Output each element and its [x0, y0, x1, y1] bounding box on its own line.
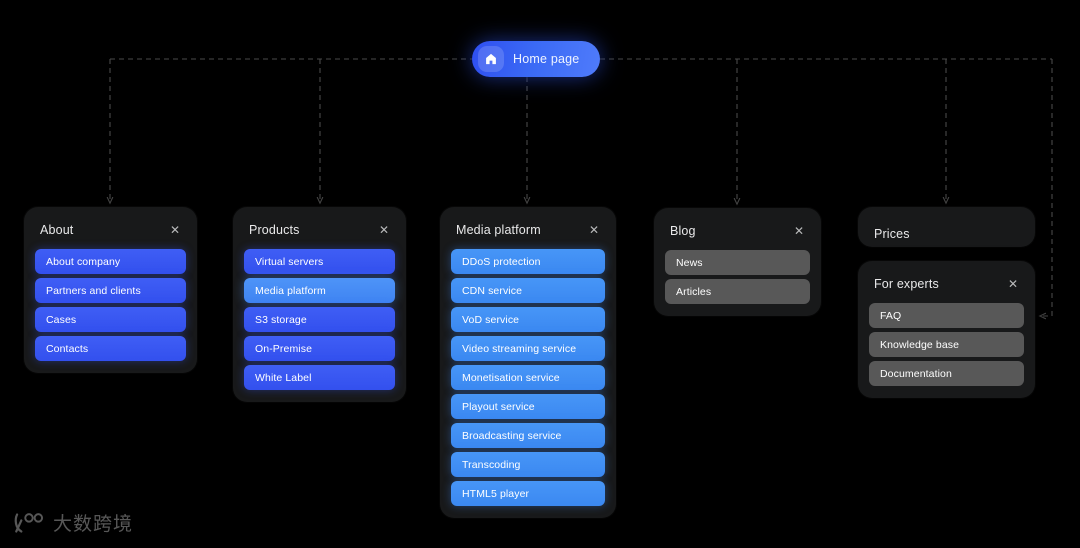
- menu-item[interactable]: Articles: [665, 279, 810, 304]
- menu-item[interactable]: News: [665, 250, 810, 275]
- menu-item[interactable]: Media platform: [244, 278, 395, 303]
- card-title-blog: Blog: [670, 223, 696, 238]
- card-title-media: Media platform: [456, 222, 541, 237]
- menu-item[interactable]: FAQ: [869, 303, 1024, 328]
- watermark-logo-icon: [14, 512, 44, 533]
- menu-item[interactable]: Contacts: [35, 336, 186, 361]
- menu-item[interactable]: DDoS protection: [451, 249, 605, 274]
- menu-item[interactable]: Partners and clients: [35, 278, 186, 303]
- menu-item[interactable]: Documentation: [869, 361, 1024, 386]
- card-header-products: Products ✕: [244, 218, 395, 240]
- card-header-blog: Blog ✕: [665, 219, 810, 241]
- menu-item[interactable]: Transcoding: [451, 452, 605, 477]
- menu-item[interactable]: Broadcasting service: [451, 423, 605, 448]
- menu-item[interactable]: Virtual servers: [244, 249, 395, 274]
- card-header-about: About ✕: [35, 218, 186, 240]
- home-page-label: Home page: [513, 52, 580, 66]
- menu-item[interactable]: White Label: [244, 365, 395, 390]
- menu-item[interactable]: Knowledge base: [869, 332, 1024, 357]
- card-title-prices: Prices: [874, 226, 910, 241]
- menu-item[interactable]: VoD service: [451, 307, 605, 332]
- card-title-products: Products: [249, 222, 300, 237]
- menu-item[interactable]: S3 storage: [244, 307, 395, 332]
- close-icon[interactable]: ✕: [169, 222, 181, 237]
- home-icon: [478, 46, 504, 72]
- close-icon[interactable]: ✕: [378, 222, 390, 237]
- menu-item[interactable]: Playout service: [451, 394, 605, 419]
- card-header-prices: Prices: [869, 218, 1024, 241]
- card-title-about: About: [40, 222, 74, 237]
- card-title-experts: For experts: [874, 276, 939, 291]
- menu-item[interactable]: On-Premise: [244, 336, 395, 361]
- close-icon[interactable]: ✕: [793, 223, 805, 238]
- menu-item[interactable]: HTML5 player: [451, 481, 605, 506]
- menu-item[interactable]: Monetisation service: [451, 365, 605, 390]
- card-header-experts: For experts ✕: [869, 272, 1024, 294]
- close-icon[interactable]: ✕: [588, 222, 600, 237]
- watermark: 大数跨境: [12, 509, 133, 536]
- menu-item[interactable]: CDN service: [451, 278, 605, 303]
- node-card-prices[interactable]: Prices: [858, 207, 1035, 247]
- watermark-text: 大数跨境: [53, 513, 134, 535]
- home-page-node[interactable]: Home page: [472, 41, 600, 77]
- card-header-media: Media platform ✕: [451, 218, 605, 240]
- menu-item[interactable]: Video streaming service: [451, 336, 605, 361]
- menu-item[interactable]: Cases: [35, 307, 186, 332]
- close-icon[interactable]: ✕: [1007, 276, 1019, 291]
- menu-item[interactable]: About company: [35, 249, 186, 274]
